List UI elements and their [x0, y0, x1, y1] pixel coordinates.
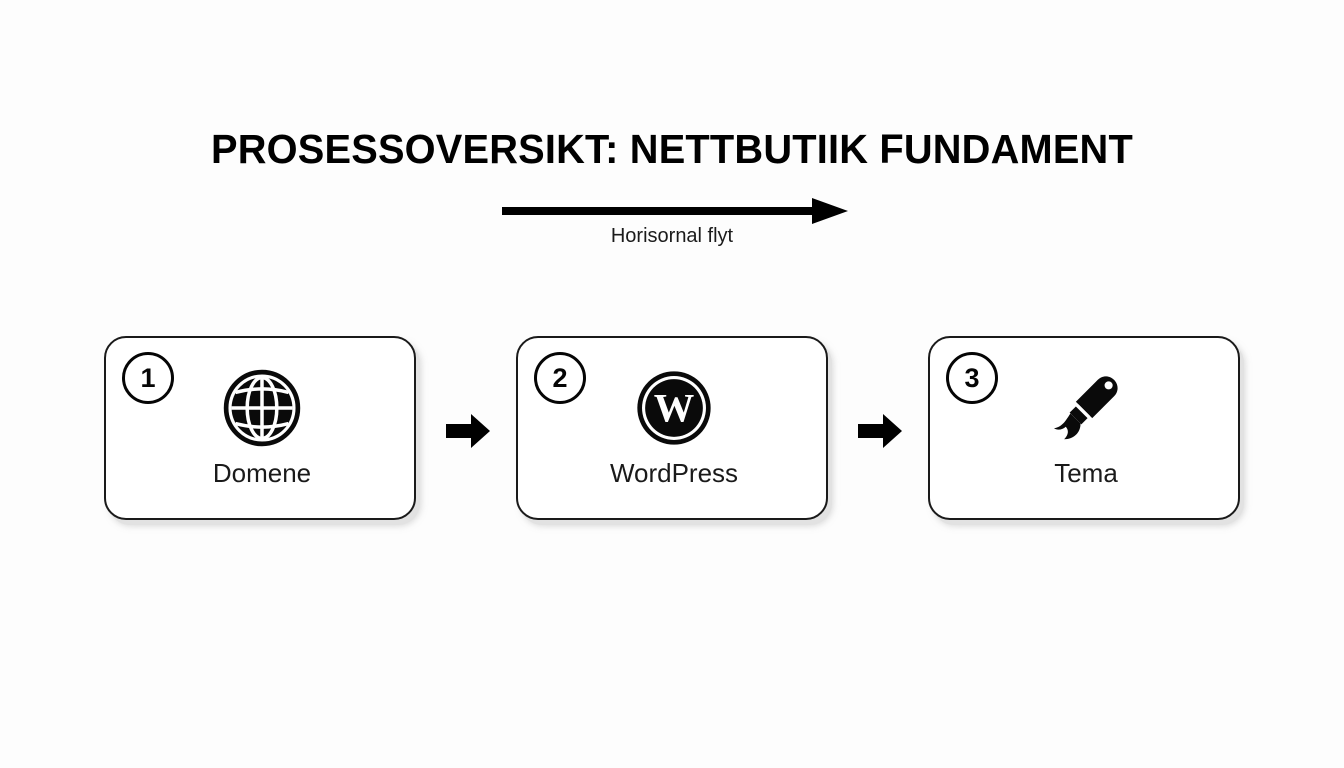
step-label: Tema — [1054, 458, 1118, 488]
step-icon-container — [106, 366, 418, 450]
block-right-arrow-icon — [446, 414, 490, 448]
block-right-arrow-icon — [858, 414, 902, 448]
paintbrush-icon — [1054, 376, 1118, 440]
step-number-badge: 1 — [122, 352, 174, 404]
right-arrow-icon — [502, 198, 848, 224]
step-card-wordpress[interactable]: 2 W WordPress — [516, 336, 828, 520]
step-card-tema[interactable]: 3 Tema — [928, 336, 1240, 520]
svg-text:W: W — [654, 386, 695, 431]
step-label: WordPress — [609, 458, 739, 488]
globe-icon — [223, 369, 301, 447]
step-number-badge: 2 — [534, 352, 586, 404]
connector-arrow-2 — [856, 410, 904, 452]
flow-caption: Horisornal flyt — [610, 225, 734, 247]
flow-direction-arrow — [498, 196, 848, 226]
wordpress-logo-icon: W — [637, 371, 711, 445]
step-label: Domene — [212, 458, 312, 488]
connector-arrow-1 — [444, 410, 492, 452]
step-icon-container — [930, 366, 1242, 450]
step-number-badge: 3 — [946, 352, 998, 404]
step-card-domene[interactable]: 1 Domene — [104, 336, 416, 520]
step-icon-container: W — [518, 366, 830, 450]
page-title: PROSESSOVERSIKT: NETTBUTIIK FUNDAMENT — [211, 126, 1133, 172]
